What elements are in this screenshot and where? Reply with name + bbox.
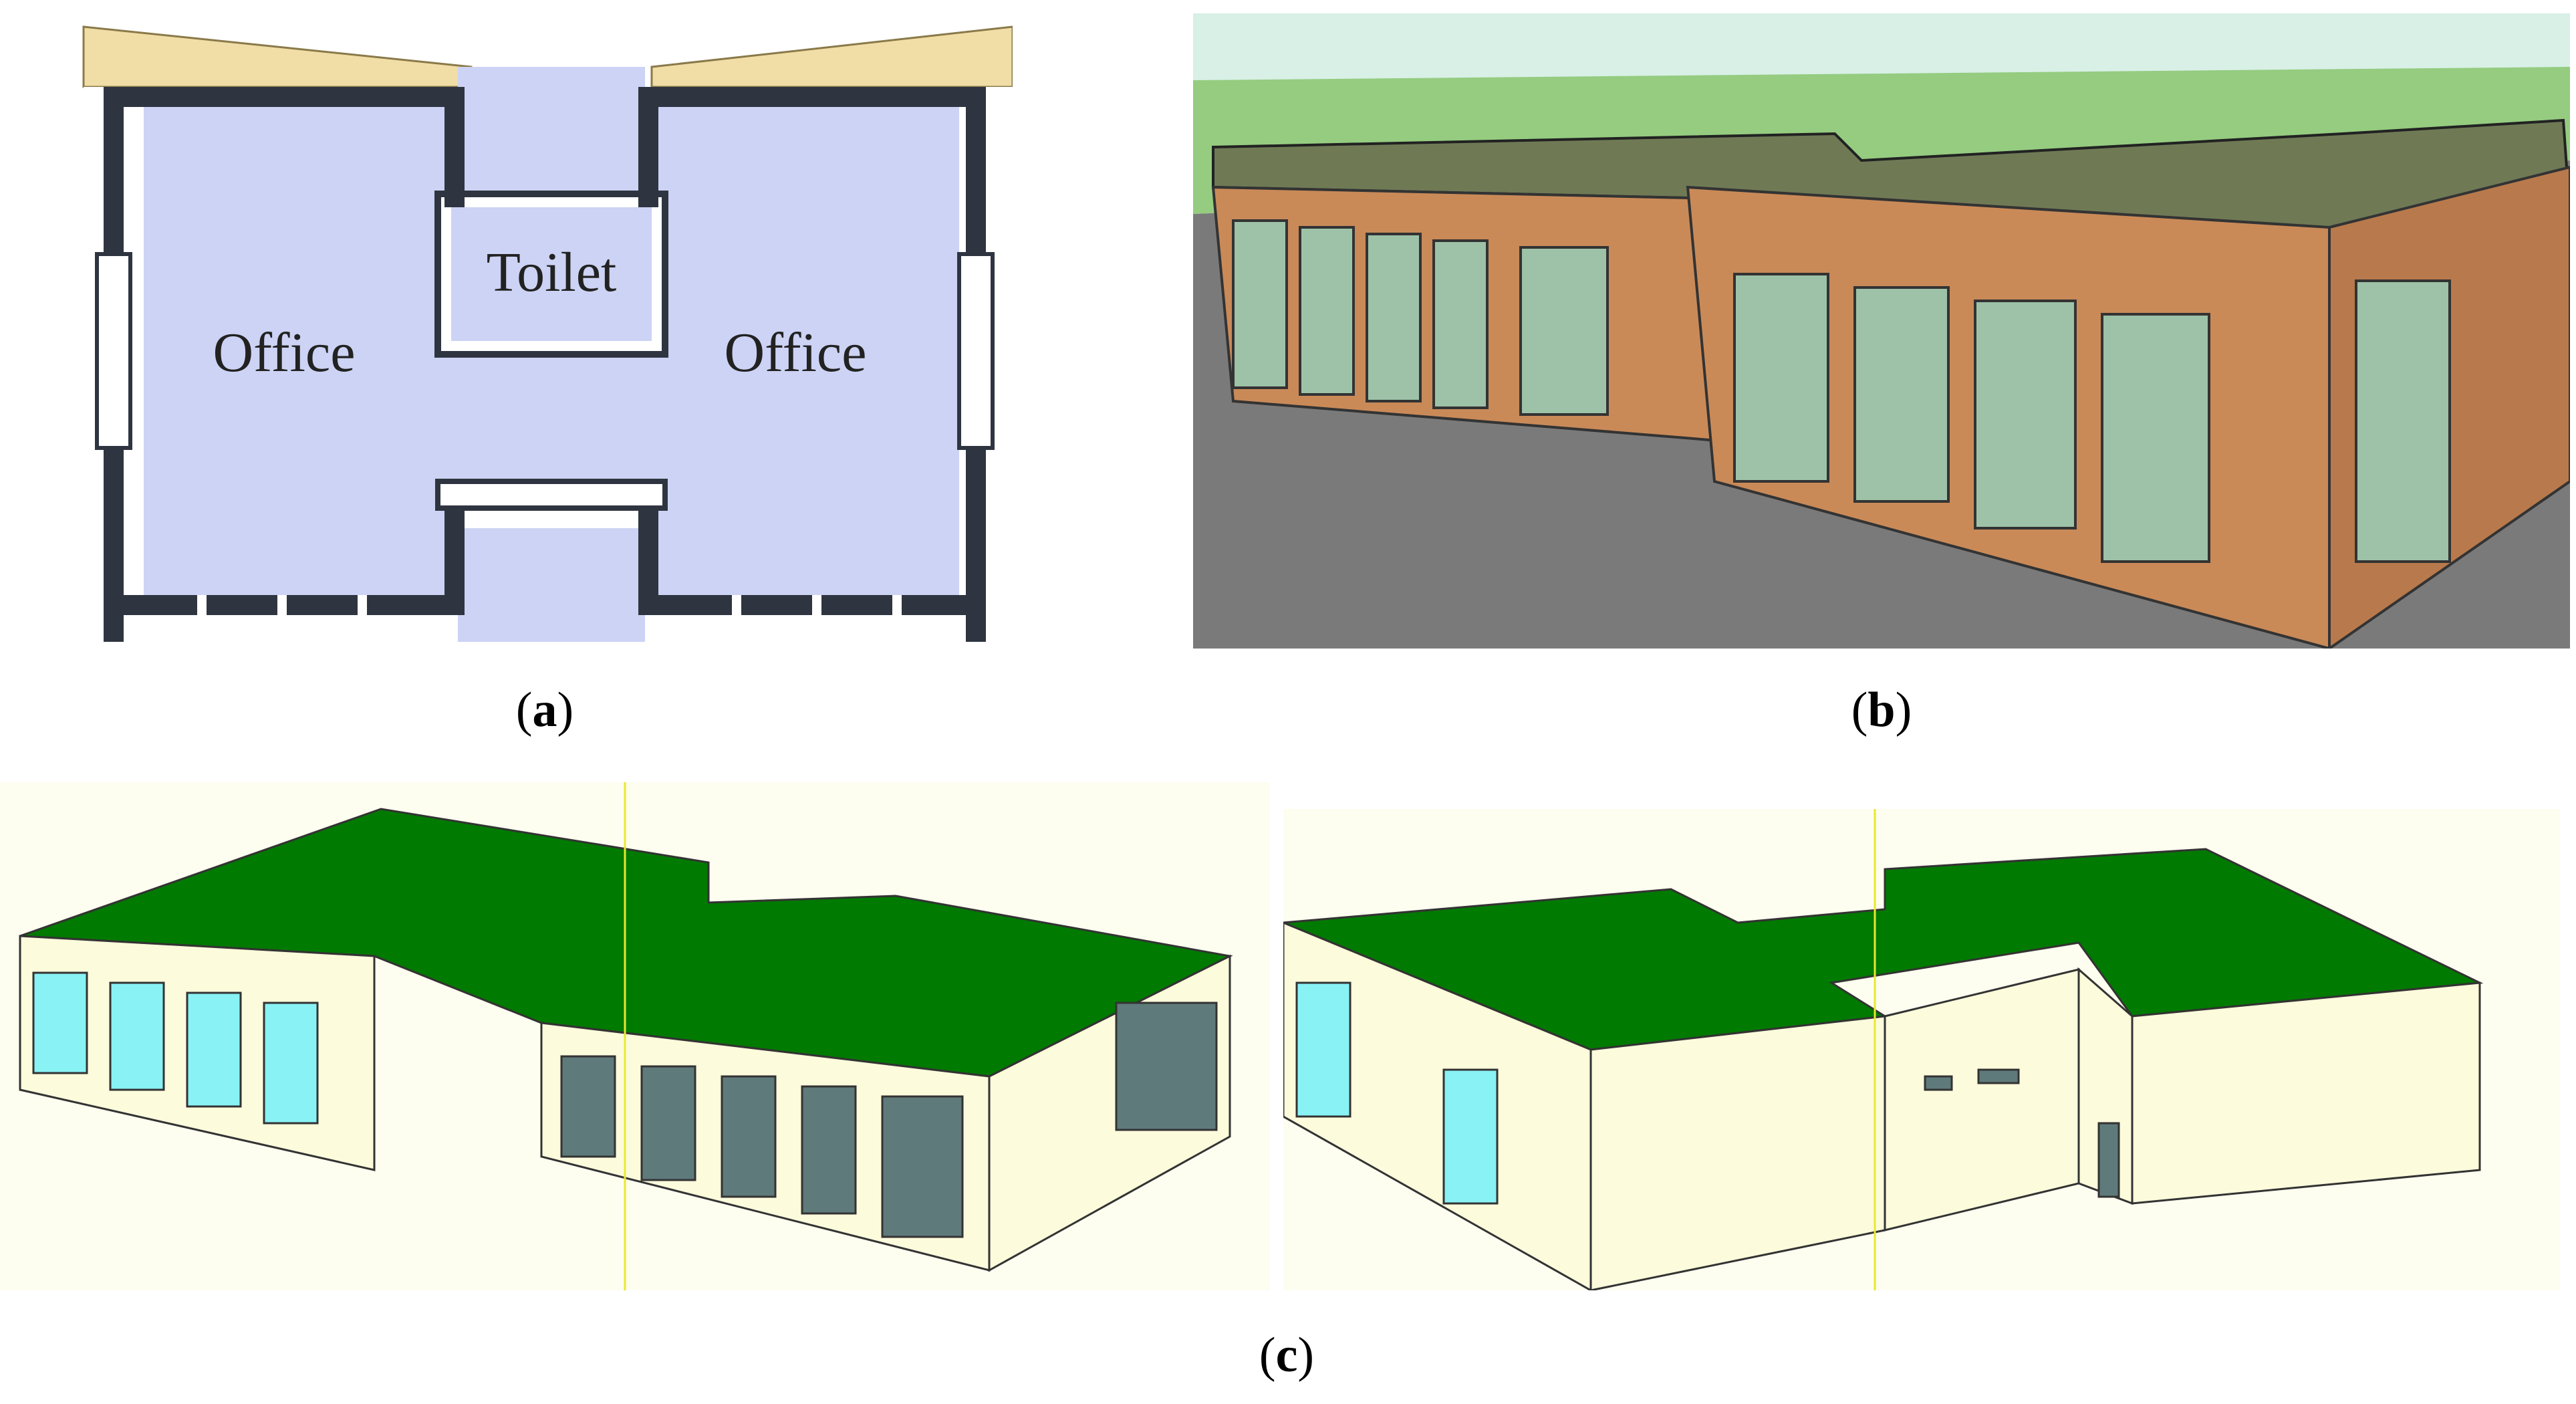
energy-model-view-1-drawing (0, 782, 1270, 1290)
windows-right-wing (560, 1002, 1218, 1238)
entrance-top-floor (458, 67, 645, 207)
overhang-left (82, 25, 473, 88)
toilet-floor (451, 207, 652, 341)
wall-left-side (1283, 921, 1592, 1290)
south-window-marks (197, 595, 902, 615)
wall-north-right (638, 87, 986, 107)
office-right-label: Office (725, 322, 867, 384)
caption-c: (c) (1259, 1328, 1315, 1383)
caption-b: (b) (1851, 683, 1912, 737)
entrance-bottom-floor (458, 528, 645, 642)
energy-model-view-2-drawing (1283, 809, 2560, 1290)
wall-right-front (2131, 981, 2481, 1205)
energy-model-view-2 (1283, 809, 2560, 1290)
entrance-frame (435, 479, 668, 511)
floor-plan-panel: Toilet Office Office (77, 20, 1013, 642)
office-right-floor (658, 107, 959, 595)
wall-inner-left-top (444, 87, 465, 207)
floor-plan-drawing: Toilet Office Office (82, 25, 1013, 642)
windows-right (1733, 273, 2451, 563)
office-left-label: Office (213, 322, 356, 384)
office-left-floor (144, 107, 444, 595)
overhang-right (650, 25, 1013, 88)
caption-c-letter: c (1275, 1328, 1298, 1383)
windows-left-side (1295, 981, 1499, 1205)
wall-north-left (104, 87, 465, 107)
toilet-label: Toilet (487, 241, 617, 304)
window-east (957, 252, 995, 450)
energy-model-view-1 (0, 782, 1270, 1290)
window-west (95, 252, 132, 450)
corridor-floor (444, 341, 658, 501)
wall-inner-right-top (638, 87, 658, 207)
windows-left-wing (32, 971, 319, 1125)
wall-middle (1884, 968, 2080, 1232)
caption-a: (a) (515, 683, 574, 737)
textured-model-panel (1193, 13, 2570, 649)
caption-b-letter: b (1867, 683, 1896, 737)
windows-middle (1924, 1068, 2120, 1198)
windows-left (1232, 219, 1609, 416)
textured-model-drawing (1193, 13, 2570, 649)
caption-a-letter: a (532, 683, 557, 737)
